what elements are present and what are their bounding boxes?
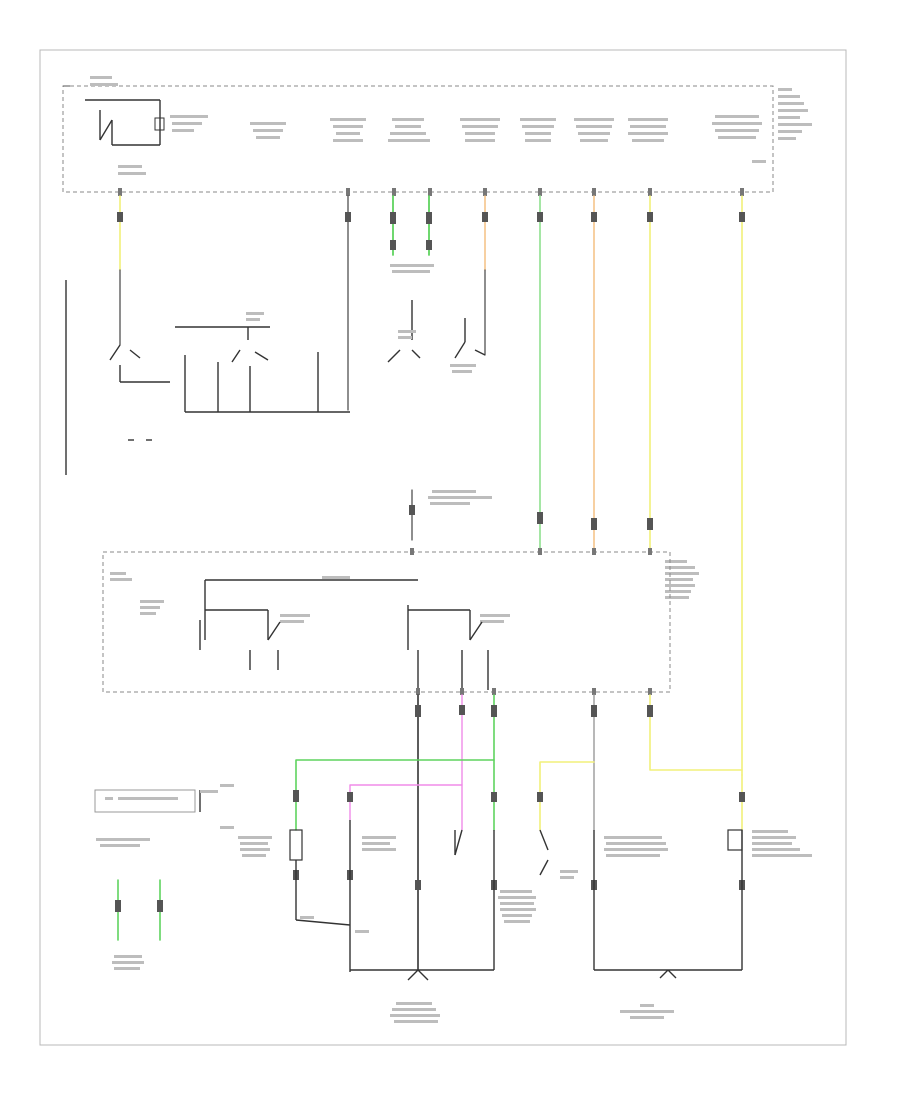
top-wires	[119, 195, 743, 776]
bottom-components	[94, 789, 743, 981]
diagram-border	[39, 49, 847, 1046]
lower-control-module-box	[102, 551, 671, 693]
mid-labels	[246, 264, 699, 599]
top-connector-pins	[118, 188, 744, 196]
internal-relay-switch	[85, 99, 165, 146]
module-labels	[110, 572, 510, 623]
module-pins-top	[410, 548, 652, 555]
module-pins-bottom	[416, 688, 652, 695]
left-switch-group	[65, 280, 350, 475]
inline-connectors	[117, 212, 745, 530]
center-switch	[387, 300, 486, 363]
lower-wires	[117, 694, 743, 971]
bottom-labels	[96, 784, 812, 1023]
module-circuit-labels	[90, 76, 812, 175]
upper-control-module-box	[62, 85, 774, 193]
lower-module-relays	[199, 579, 489, 690]
